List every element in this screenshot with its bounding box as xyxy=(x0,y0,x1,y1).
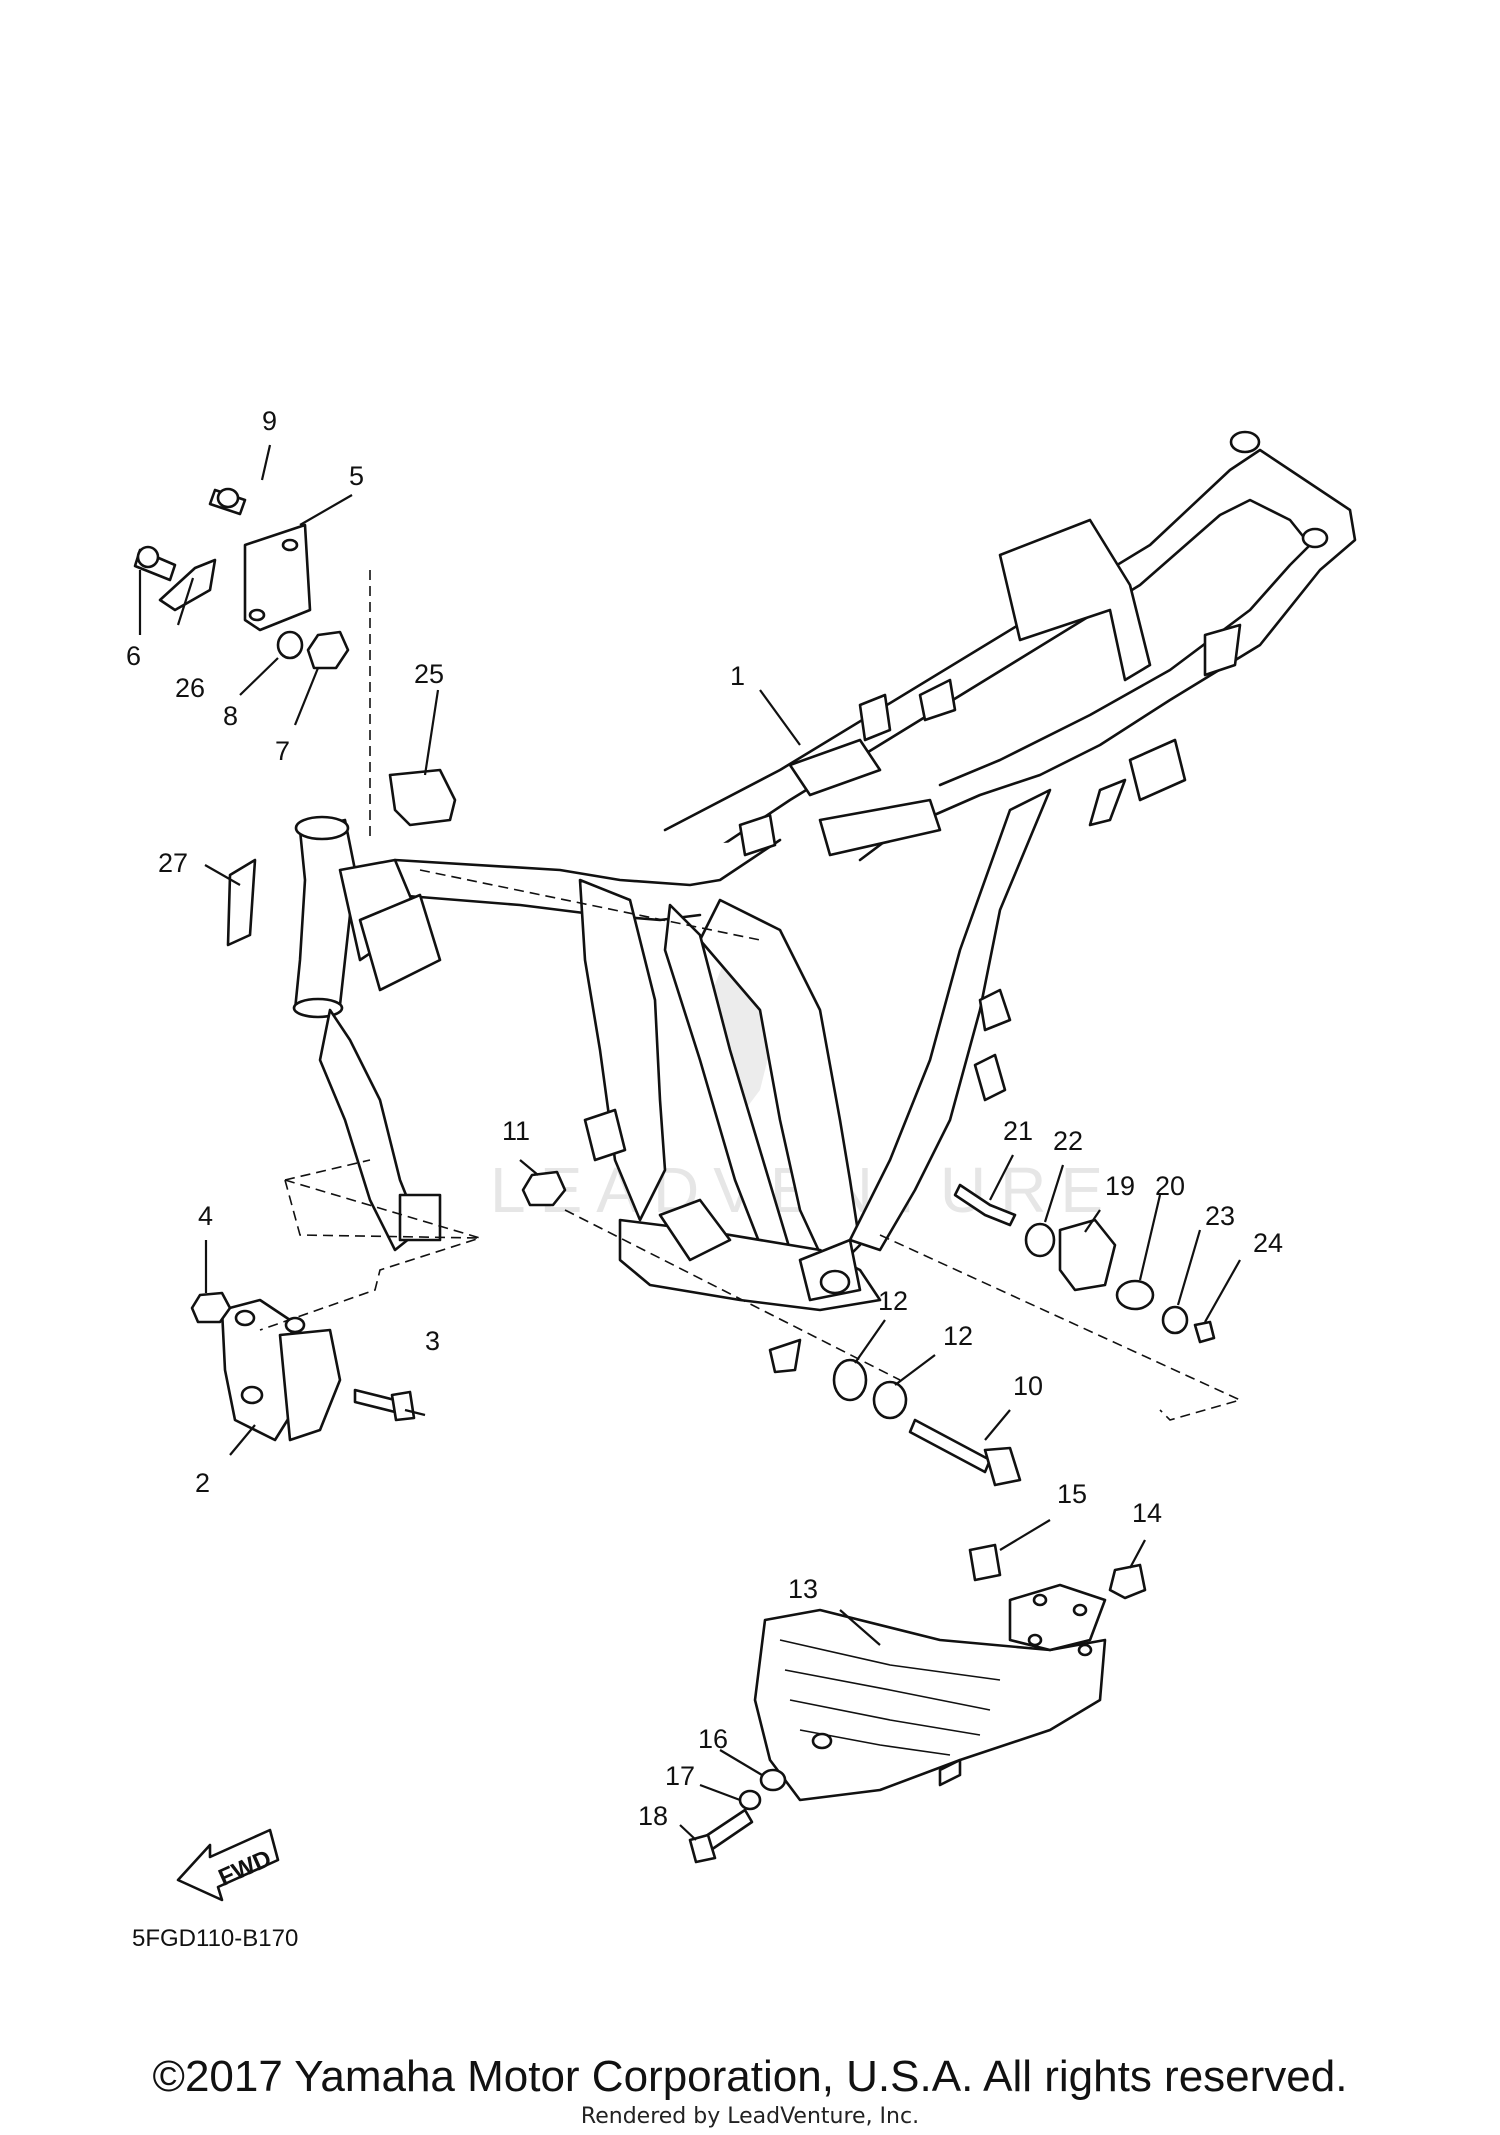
nut-11 xyxy=(521,1170,567,1207)
callout-23: 23 xyxy=(1205,1201,1235,1231)
assembly-line-rear xyxy=(564,1209,1243,1421)
washer-12b xyxy=(872,1380,908,1420)
assembly-line-bracket-rect xyxy=(284,1159,481,1239)
callout-4: 4 xyxy=(198,1201,213,1231)
damper-15 xyxy=(968,1543,1002,1582)
callout-26: 26 xyxy=(175,673,205,703)
callout-16: 16 xyxy=(698,1724,728,1754)
rendered-by-text: Rendered by LeadVenture, Inc. xyxy=(580,2104,920,2129)
callout-22: 22 xyxy=(1053,1126,1083,1156)
callout-25: 25 xyxy=(414,659,444,689)
part-code: 5FGD110-B170 xyxy=(132,1925,298,1952)
callout-15: 15 xyxy=(1057,1479,1087,1509)
callout-8: 8 xyxy=(223,701,238,731)
callouts: 1 2 3 4 5 6 7 8 9 10 11 12 12 13 14 15 1… xyxy=(126,406,1283,1831)
callout-1: 1 xyxy=(730,661,745,691)
callout-3: 3 xyxy=(425,1326,440,1356)
callout-20: 20 xyxy=(1155,1171,1185,1201)
upper-mount-parts xyxy=(133,487,350,670)
bolt-18 xyxy=(688,1808,754,1864)
callout-21: 21 xyxy=(1003,1116,1033,1146)
callout-12b: 12 xyxy=(943,1321,973,1351)
callout-19: 19 xyxy=(1105,1171,1135,1201)
plate-27 xyxy=(226,858,257,947)
callout-24: 24 xyxy=(1253,1228,1283,1258)
callout-9: 9 xyxy=(262,406,277,436)
main-frame xyxy=(393,430,1357,1374)
fwd-arrow-icon: FWD xyxy=(176,1828,280,1902)
long-bolt-10 xyxy=(908,1418,1022,1487)
nut-4 xyxy=(190,1291,232,1324)
callout-7: 7 xyxy=(275,736,290,766)
callout-6: 6 xyxy=(126,641,141,671)
callout-17: 17 xyxy=(665,1761,695,1791)
callout-18: 18 xyxy=(638,1801,668,1831)
assembly-line-bracket xyxy=(259,1179,483,1331)
callout-27: 27 xyxy=(158,848,188,878)
cap-25 xyxy=(388,768,457,827)
collar-16 xyxy=(759,1768,787,1792)
callout-11: 11 xyxy=(502,1116,530,1146)
bolt-3 xyxy=(353,1388,416,1422)
callout-13: 13 xyxy=(788,1574,818,1604)
rubber-14 xyxy=(1108,1563,1147,1600)
callout-5: 5 xyxy=(349,461,364,491)
copyright-text: ©2017 Yamaha Motor Corporation, U.S.A. A… xyxy=(152,2052,1348,2101)
callout-10: 10 xyxy=(1013,1371,1043,1401)
rear-mount-hardware xyxy=(953,1183,1216,1344)
washer-17 xyxy=(738,1789,762,1811)
footrest-13 xyxy=(753,1583,1107,1802)
callout-14: 14 xyxy=(1132,1498,1162,1528)
leader-lines xyxy=(138,444,1241,1841)
head-pipe xyxy=(292,815,442,1252)
assembly-line-mount xyxy=(419,869,761,941)
callout-12a: 12 xyxy=(878,1286,908,1316)
engine-bracket xyxy=(220,1298,342,1442)
washer-12a xyxy=(832,1358,868,1402)
callout-2: 2 xyxy=(195,1468,210,1498)
